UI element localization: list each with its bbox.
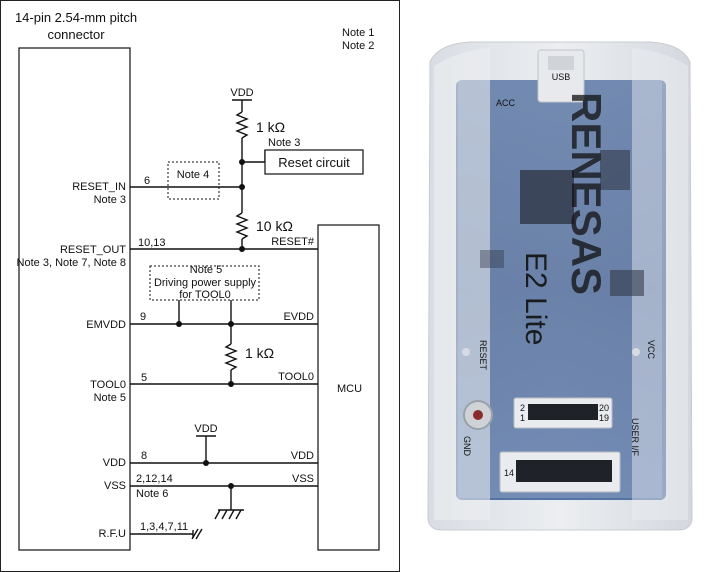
- tool0-note: Note 5: [94, 392, 126, 404]
- vdd-top-label: VDD: [230, 87, 253, 99]
- shell-right-wedge: [632, 48, 688, 520]
- resistor-r2: [235, 212, 249, 240]
- emvdd-pin: 9: [140, 311, 146, 323]
- header14-pin-label: 14: [504, 468, 514, 478]
- mcu-vss-label: VSS: [292, 473, 314, 485]
- mcu-evdd-label: EVDD: [283, 311, 314, 323]
- note4-box: [167, 161, 220, 200]
- r1-value: 1 kΩ: [256, 119, 285, 135]
- usb-label: USB: [552, 72, 571, 82]
- small-chip: [610, 270, 644, 296]
- reset-in-pin: 6: [144, 175, 150, 187]
- header-20pin-socket: [528, 404, 598, 420]
- note5-box: [149, 265, 260, 301]
- reset-out-label: RESET_OUT: [60, 244, 126, 256]
- main-chip: [520, 170, 574, 224]
- mcu-box: [317, 224, 380, 551]
- junction-emvdd-left: [176, 321, 182, 327]
- reset-led-icon: [462, 348, 470, 356]
- junction-reset-out: [239, 246, 245, 252]
- note5-line1: Driving power supply: [154, 277, 257, 289]
- device-photo: USB ACC RENESAS E2 Lite RESET VCC GND 2 …: [400, 0, 722, 572]
- mcu-reset-label: RESET#: [271, 236, 315, 248]
- acc-label: ACC: [496, 98, 516, 108]
- resistor-r1: [235, 111, 249, 139]
- vdd-bottom-label: VDD: [194, 423, 217, 435]
- tool0-label: TOOL0: [90, 379, 126, 391]
- tiny-chip: [480, 250, 504, 268]
- vss-label: VSS: [104, 480, 126, 492]
- vss-note: Note 6: [136, 488, 168, 500]
- reset-out-note: Note 3, Note 7, Note 8: [17, 257, 126, 269]
- header-pin-2: 2: [520, 403, 525, 413]
- mcu-label: MCU: [337, 383, 362, 395]
- junction-tool0: [228, 381, 234, 387]
- reset-circuit-note: Note 3: [268, 137, 300, 149]
- connector-title-2: connector: [47, 27, 105, 42]
- shell-left-wedge: [434, 48, 490, 520]
- ground-symbol-icon: [214, 509, 244, 520]
- schematic-diagram: 14-pin 2.54-mm pitch connector Note 1 No…: [0, 0, 400, 572]
- header-pin-1: 1: [520, 413, 525, 423]
- reset-in-note: Note 3: [94, 194, 126, 206]
- rfu-pin: 1,3,4,7,11: [140, 521, 188, 533]
- tool0-pin: 5: [141, 372, 147, 384]
- resistor-r3: [224, 343, 238, 371]
- reset-out-pin: 10,13: [138, 237, 166, 249]
- note-1: Note 1: [342, 27, 374, 39]
- header-pin-20: 20: [599, 403, 609, 413]
- junction-reset-in: [239, 184, 245, 190]
- user-if-label: USER I/F: [630, 418, 640, 457]
- brand-logo: RENESAS: [563, 92, 610, 295]
- note5-title: Note 5: [190, 264, 222, 276]
- header-pin-19: 19: [599, 413, 609, 423]
- junction-reset-circuit: [239, 159, 245, 165]
- rfu-label: R.F.U: [99, 528, 127, 540]
- reset-label: RESET: [478, 340, 488, 371]
- vcc-label: VCC: [646, 340, 656, 360]
- r3-value: 1 kΩ: [245, 345, 274, 361]
- note-2: Note 2: [342, 40, 374, 52]
- usb-port-opening: [548, 56, 574, 70]
- secondary-chip: [600, 150, 630, 190]
- note5-line2: for TOOL0: [179, 289, 231, 301]
- reset-circuit-box: [264, 149, 364, 175]
- vcc-led-icon: [632, 348, 640, 356]
- mcu-tool0-label: TOOL0: [278, 371, 314, 383]
- open-terminal-icon: [191, 528, 203, 540]
- reset-circuit-label: Reset circuit: [278, 155, 350, 170]
- header-14pin-socket: [516, 460, 612, 482]
- product-name: E2 Lite: [519, 252, 552, 345]
- vdd-label: VDD: [103, 457, 126, 469]
- vdd-pin: 8: [141, 450, 147, 462]
- r2-value: 10 kΩ: [256, 218, 293, 234]
- vss-pin: 2,12,14: [136, 473, 173, 485]
- reset-button-center: [473, 410, 483, 420]
- connector-title-1: 14-pin 2.54-mm pitch: [15, 10, 137, 25]
- gnd-label: GND: [462, 436, 472, 457]
- emvdd-label: EMVDD: [86, 319, 126, 331]
- junction-vdd: [203, 460, 209, 466]
- note4-label: Note 4: [177, 169, 209, 181]
- reset-in-label: RESET_IN: [72, 181, 126, 193]
- connector-box: [18, 47, 131, 551]
- mcu-vdd-label: VDD: [291, 450, 314, 462]
